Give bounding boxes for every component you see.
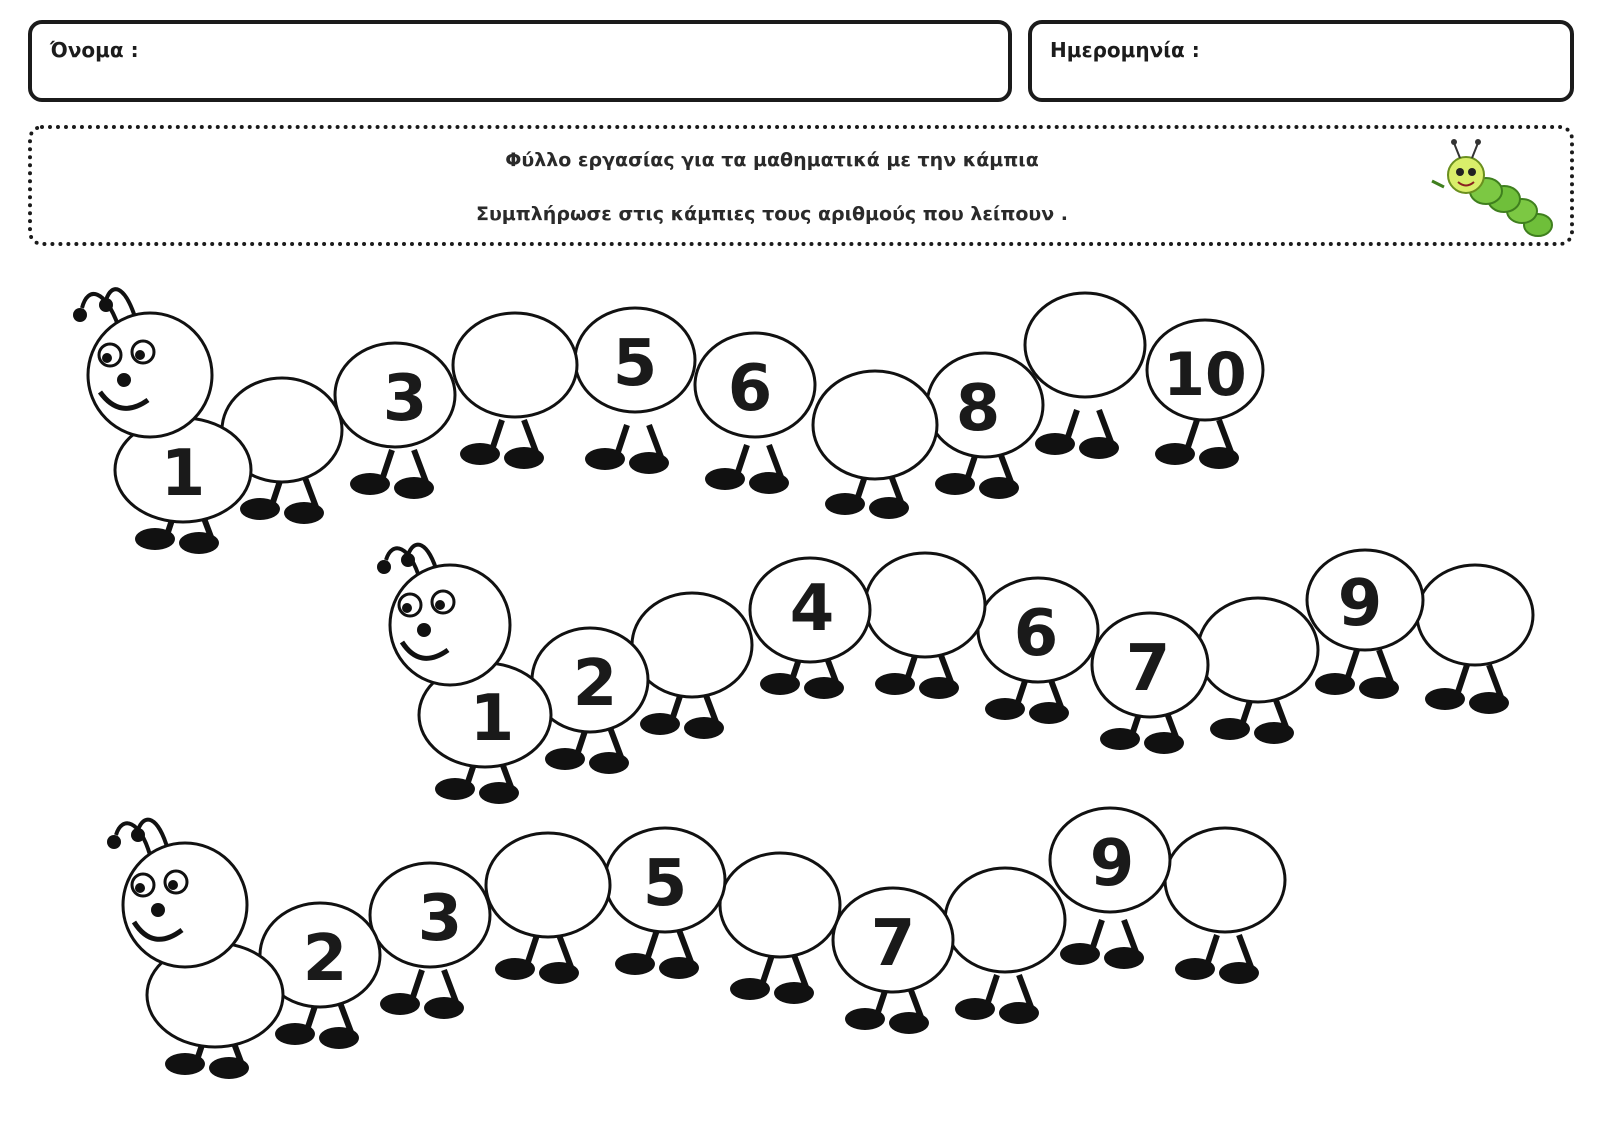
caterpillar-2-segment-10 [1415, 563, 1535, 667]
date-label: Ημερομηνία : [1050, 38, 1200, 62]
caterpillar-3-segment-9 [1048, 806, 1172, 914]
name-field-box[interactable]: Όνομα : [28, 20, 1012, 102]
caterpillar-3-number-9: 9 [1090, 827, 1135, 901]
caterpillar-3-segment-8 [943, 866, 1067, 974]
caterpillar-2-segment-4 [748, 556, 872, 664]
date-field-box[interactable]: Ημερομηνία : [1028, 20, 1574, 102]
caterpillar-2-number-9: 9 [1338, 567, 1383, 641]
caterpillar-1-number-5: 5 [613, 327, 658, 401]
caterpillar-1-segment-9 [1023, 291, 1147, 399]
caterpillar-2-number-6: 6 [1014, 597, 1059, 671]
caterpillar-3-segment-4 [484, 831, 612, 939]
caterpillar-1-segment-3 [333, 341, 457, 449]
caterpillar-2-segment-5 [863, 551, 987, 659]
worksheet-title: Φύλλο εργασίας για τα μαθηματικά με την … [505, 149, 1039, 171]
green-caterpillar-icon [1431, 139, 1553, 237]
caterpillar-3-number-3: 3 [418, 882, 463, 956]
caterpillar-3-number-7: 7 [871, 907, 916, 981]
caterpillar-3-segment-7 [831, 886, 955, 994]
instructions-box: Φύλλο εργασίας για τα μαθηματικά με την … [28, 125, 1574, 246]
caterpillar-3-number-5: 5 [643, 847, 688, 921]
caterpillar-1-number-3: 3 [383, 362, 428, 436]
caterpillar-3-segment-10 [1163, 826, 1287, 934]
caterpillar-3-segment-3 [368, 861, 492, 969]
caterpillar-1-number-1: 1 [161, 437, 206, 511]
caterpillar-2-number-4: 4 [790, 572, 835, 646]
caterpillar-1-head [73, 287, 214, 439]
caterpillar-1-number-6: 6 [728, 352, 773, 426]
name-label: Όνομα : [50, 38, 139, 62]
caterpillar-2-head [377, 542, 512, 687]
caterpillar-2: 1 2 4 6 7 9 [377, 542, 1535, 804]
caterpillar-2-segment-7 [1090, 611, 1210, 719]
caterpillar-1-segment-7 [811, 369, 939, 481]
caterpillar-1-segment-10 [1145, 318, 1265, 422]
caterpillar-3-segment-6 [718, 851, 842, 959]
caterpillar-2-number-7: 7 [1126, 632, 1171, 706]
caterpillar-2-number-1: 1 [470, 682, 515, 756]
caterpillar-1-segment-4 [451, 311, 579, 419]
caterpillar-3-number-2: 2 [303, 922, 348, 996]
caterpillar-1-segment-6 [693, 331, 817, 439]
caterpillar-2-segment-3 [630, 591, 754, 699]
caterpillar-1-number-10: 10 [1163, 340, 1247, 410]
caterpillar-1-number-8: 8 [956, 372, 1001, 446]
worksheet-task: Συμπλήρωσε στις κάμπιες τους αριθμούς πο… [475, 203, 1069, 225]
caterpillar-2-segment-9 [1305, 548, 1425, 652]
caterpillar-2-number-2: 2 [573, 647, 618, 721]
caterpillar-1: 1 3 5 6 8 10 [73, 287, 1265, 554]
caterpillar-2-segment-8 [1196, 596, 1320, 704]
caterpillar-3-head [107, 817, 249, 969]
caterpillar-3: 2 3 5 7 9 [107, 806, 1287, 1079]
